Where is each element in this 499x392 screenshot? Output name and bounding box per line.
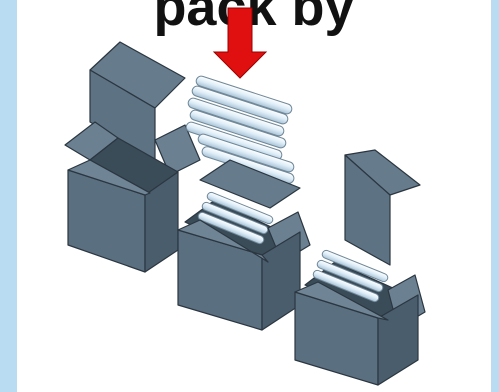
down-arrow-icon [214,8,266,78]
filled-box-right [295,150,425,385]
filled-box-center [178,160,310,330]
